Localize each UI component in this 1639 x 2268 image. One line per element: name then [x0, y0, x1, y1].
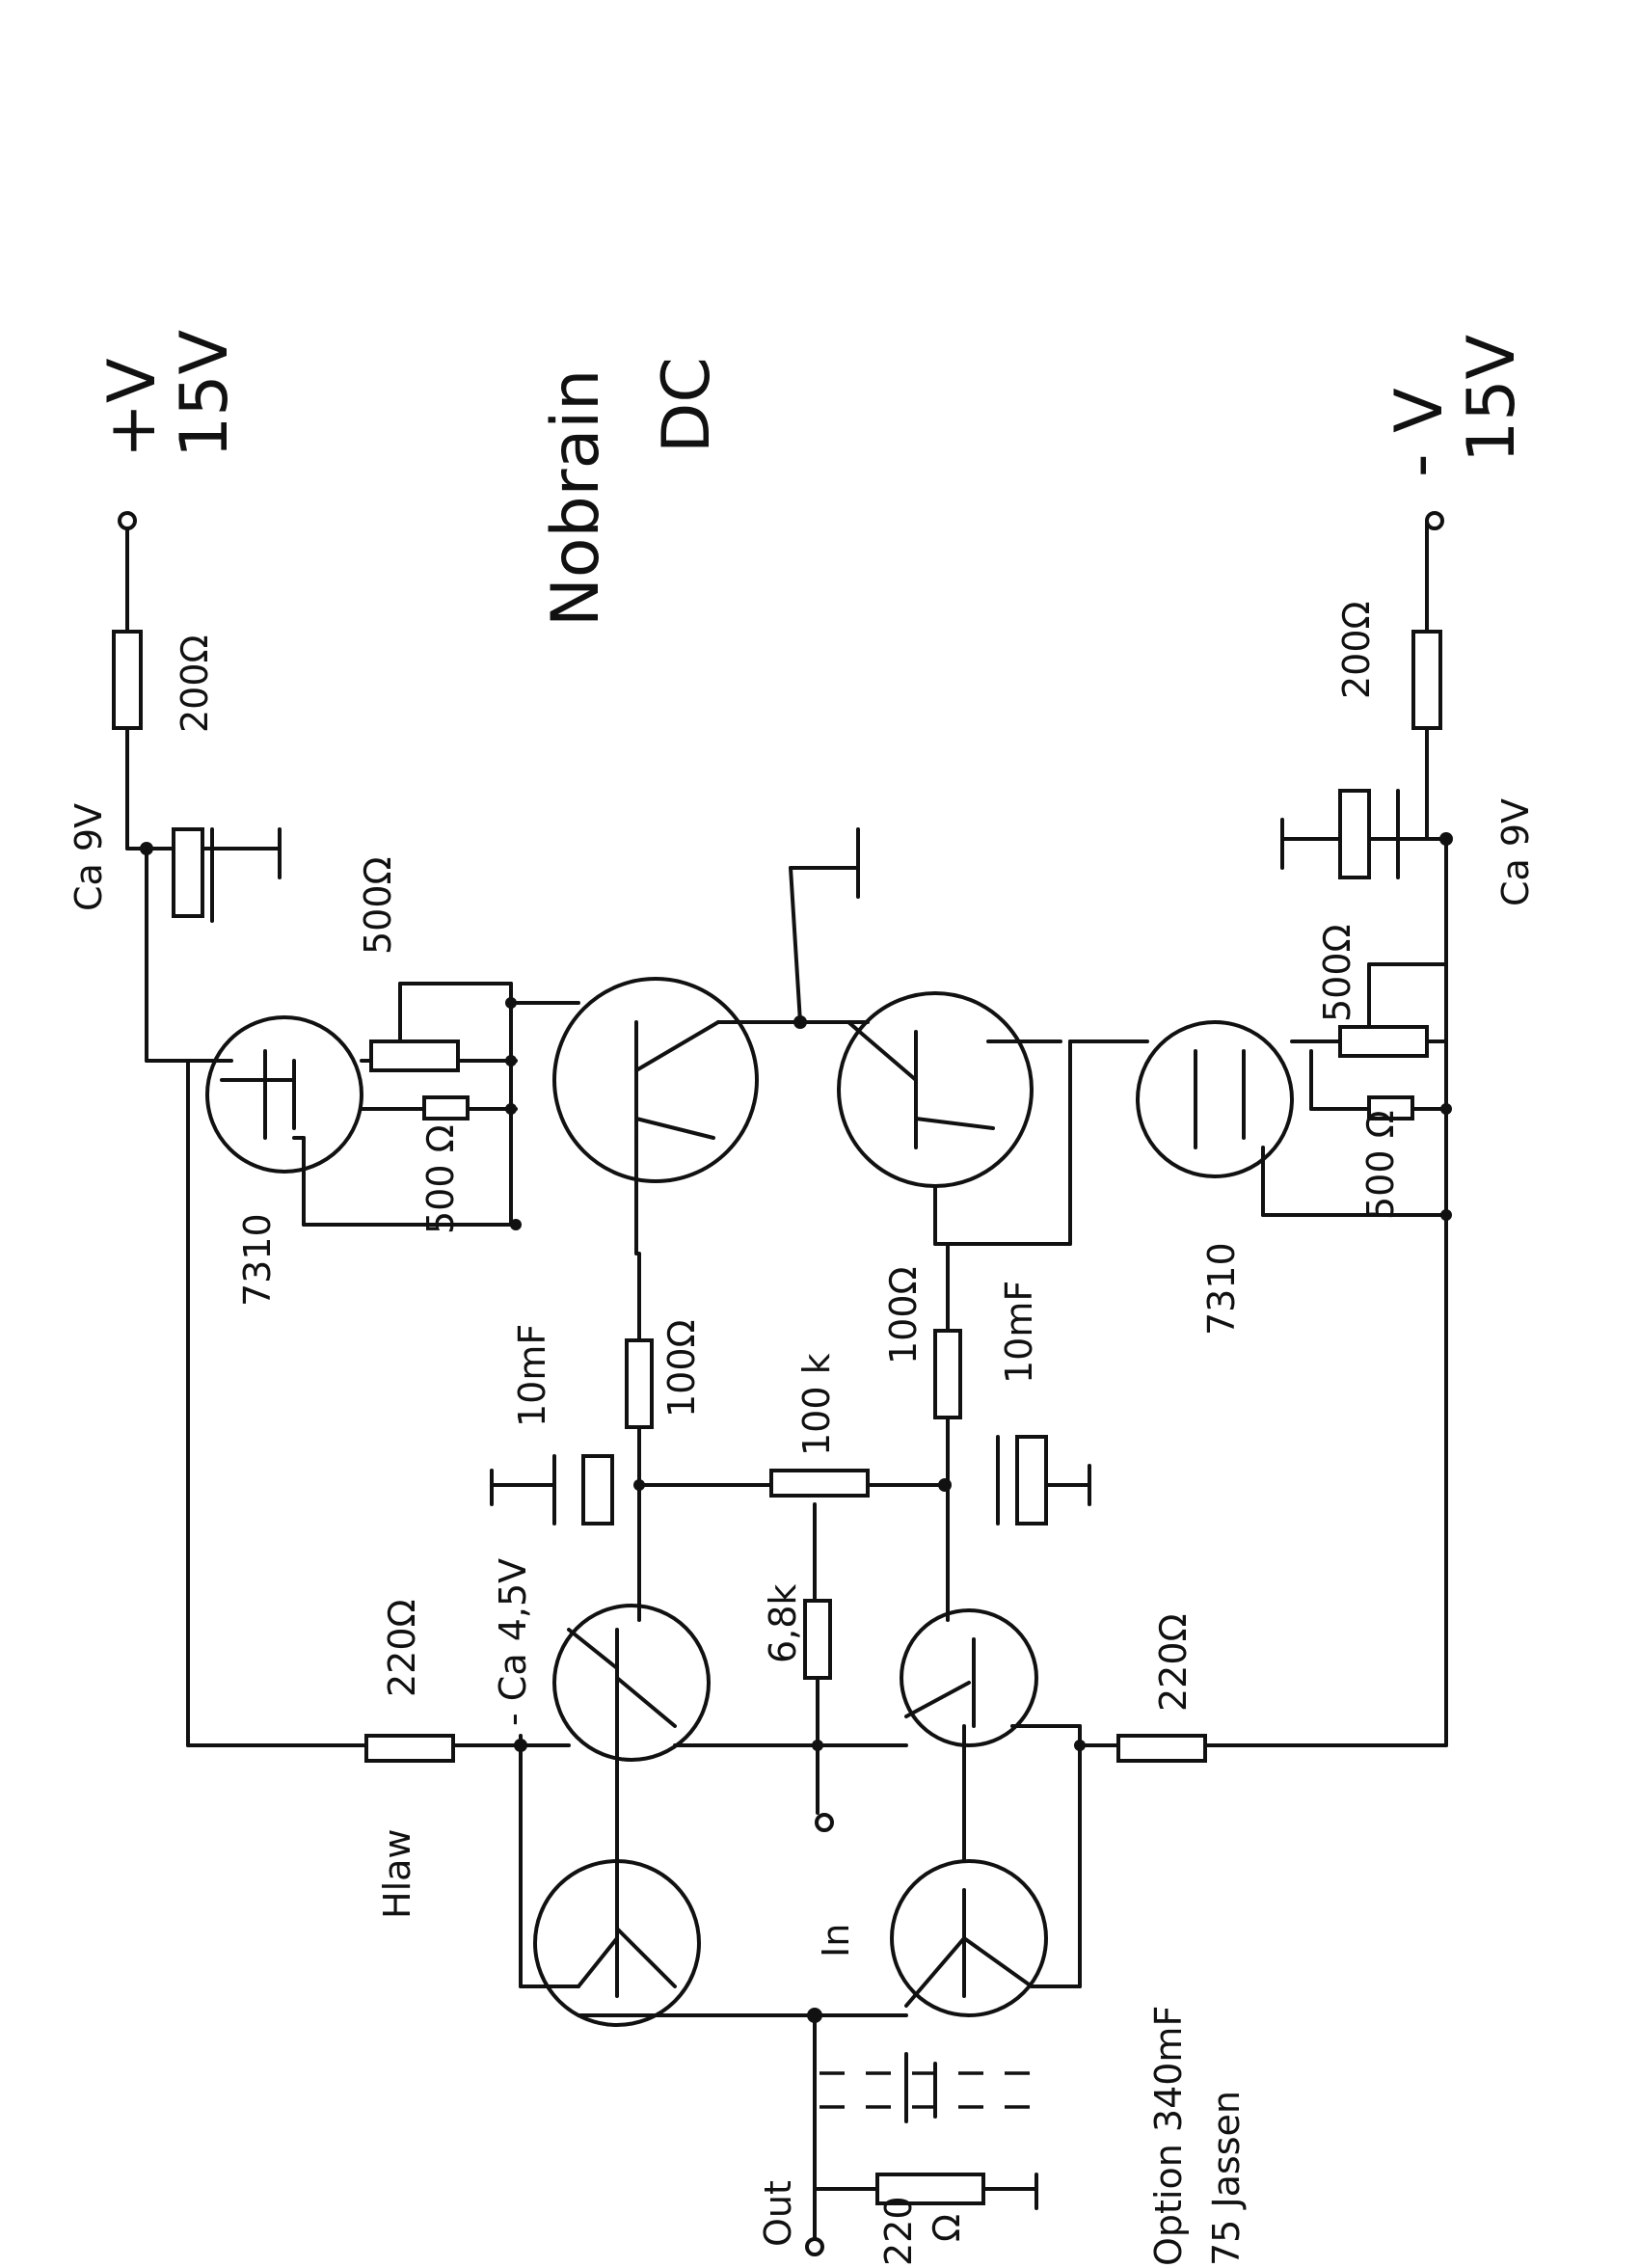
trim-pos-bottom-label: 500 Ω: [419, 1124, 462, 1234]
base-network: 100Ω 100 k 100Ω 10mF 10mF: [490, 1242, 1091, 1526]
out-resistor-label-2: Ω: [926, 2214, 968, 2242]
cap-right-label: 10mF: [998, 1281, 1040, 1384]
neg-rail-note: Ca 9V: [1494, 798, 1537, 906]
transistor-upper-right: [798, 991, 1072, 1246]
neg-voltage-label: - V: [1382, 388, 1458, 477]
transistor-lower-right-2: [890, 1724, 1082, 2017]
option-note-2: 75 Jassen: [1205, 2091, 1248, 2266]
input-network: 6,8k In: [762, 1502, 857, 1958]
regulator-pos: 7310: [145, 1015, 518, 1307]
transistor-upper-left: [514, 977, 802, 1256]
regulator-neg: 7310: [1068, 1020, 1448, 1336]
input-label: In: [815, 1924, 857, 1958]
r-base-right-label: 100Ω: [882, 1266, 925, 1364]
trimmers-pos: 500Ω 500 Ω: [357, 856, 522, 1234]
r-pot-mid-label: 100 k: [795, 1353, 838, 1456]
output-terminal[interactable]: [805, 2237, 824, 2256]
out-resistor-label-1: 220: [877, 2196, 920, 2266]
trim-pos-top-label: 500Ω: [357, 856, 399, 955]
output-label: Out: [757, 2180, 799, 2247]
title-block: Nobrain DC: [538, 357, 725, 627]
r-neg-supply: [1411, 630, 1442, 730]
reg-pos-label: 7310: [236, 1213, 279, 1307]
r-emit-right-label: 220Ω: [1152, 1613, 1195, 1712]
transistor-lower-left-2: [519, 1734, 701, 2027]
pos-voltage-value: 15V: [167, 330, 243, 458]
trim-neg-bottom-label: 500 Ω: [1359, 1110, 1402, 1220]
r-emit-left-label: 220Ω: [381, 1599, 423, 1697]
output-section: Out 220 Ω Option 340mF 75 Jassen: [577, 2006, 1248, 2266]
bias-note: - Ca 4,5V: [492, 1558, 534, 1726]
option-note: Option 340mF: [1147, 2006, 1190, 2266]
r-in-label: 6,8k: [762, 1584, 804, 1663]
r-pos-supply: [112, 630, 143, 730]
load-note: Hlaw: [376, 1829, 418, 1920]
transistor-lower-right-1: [816, 1483, 1082, 1747]
pos-rail-note: Ca 9V: [67, 803, 110, 911]
input-terminal[interactable]: [815, 1813, 834, 1832]
pos-supply-terminal[interactable]: [118, 511, 137, 530]
r-base-left-label: 100Ω: [660, 1319, 703, 1418]
title-line2: DC: [649, 357, 725, 453]
emitter-network: 220Ω 220Ω - Ca 4,5V Hlaw: [186, 1059, 1448, 1920]
r-neg-supply-label: 200Ω: [1335, 601, 1378, 699]
positive-supply: +V 15V 200Ω Ca 9V: [67, 330, 282, 1063]
output-node-upper: [789, 827, 860, 1029]
neg-voltage-value: 15V: [1454, 335, 1530, 463]
neg-supply-terminal[interactable]: [1425, 511, 1444, 530]
pos-voltage-label: +V: [94, 359, 171, 459]
negative-supply: - V 15V 200Ω Ca 9V: [1280, 335, 1537, 1747]
trimmers-neg: 500Ω 500 Ω: [1290, 924, 1452, 1221]
transistor-lower-left-1: [552, 1483, 820, 1762]
title-line1: Nobrain: [538, 369, 614, 627]
reg-neg-label: 7310: [1200, 1242, 1243, 1336]
trim-neg-top-label: 500Ω: [1316, 924, 1358, 1022]
r-pos-supply-label: 200Ω: [174, 634, 216, 733]
cap-left-label: 10mF: [511, 1324, 553, 1427]
